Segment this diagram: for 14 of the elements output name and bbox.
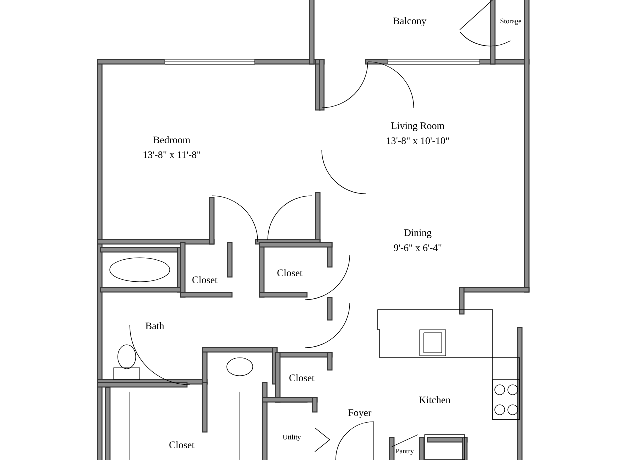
room-label: Bedroom	[154, 136, 190, 144]
room-label: Dining	[404, 230, 432, 238]
room-label: Closet	[170, 441, 195, 448]
room-label: Balcony	[394, 17, 427, 27]
room-label: Foyer	[348, 410, 372, 418]
room-label: 13'-8" x 11'-8"	[144, 152, 200, 158]
room-label: Bath	[146, 322, 164, 330]
room-label: Kitchen	[419, 396, 451, 404]
room-label: Closet	[192, 276, 218, 284]
room-label: Closet	[290, 374, 315, 382]
room-label: Closet	[278, 269, 303, 276]
room-label: Living Room	[391, 122, 445, 132]
room-label: 9'-6" x 6'-4"	[394, 244, 442, 252]
room-label: 13'-8" x 10'-10"	[387, 138, 450, 144]
